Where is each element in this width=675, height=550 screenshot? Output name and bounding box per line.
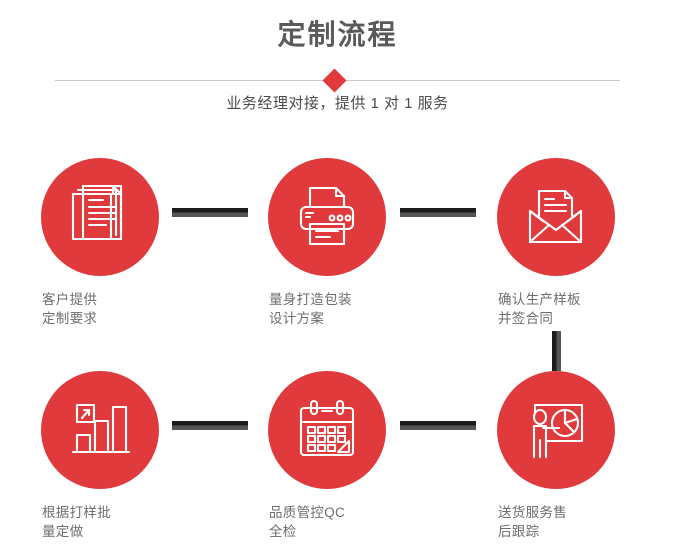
flow-step-4[interactable]: 根据打样批 量定做 (20, 371, 180, 541)
flow-step-1[interactable]: 客户提供 定制要求 (20, 158, 180, 328)
flow-step-6[interactable]: 送货服务售 后跟踪 (476, 371, 636, 541)
flow-step-3[interactable]: 确认生产样板 并签合同 (476, 158, 636, 328)
flow-step-5-label-line2: 全检 (269, 524, 297, 539)
documents-stack-icon (71, 184, 123, 241)
printer-icon (299, 186, 355, 246)
flow-step-5-label: 品质管控QC 全检 (247, 503, 407, 541)
flow-step-6-circle (497, 371, 615, 489)
flow-step-1-label-line2: 定制要求 (42, 311, 98, 326)
presenter-pie-chart-icon (532, 403, 584, 459)
flow-step-4-label-line2: 量定做 (42, 524, 84, 539)
page-header: 定制流程 业务经理对接，提供 1 对 1 服务 (0, 0, 675, 130)
flow-step-3-label-line1: 确认生产样板 (498, 292, 581, 307)
flow-step-6-label-line1: 送货服务售 (498, 505, 567, 520)
flow-step-3-label-line2: 并签合同 (498, 311, 554, 326)
bar-chart-growth-icon (71, 403, 131, 454)
flow-connector-1-2 (172, 208, 248, 217)
flow-step-1-circle (41, 158, 159, 276)
title-divider (55, 68, 620, 93)
flow-step-5[interactable]: 品质管控QC 全检 (247, 371, 407, 541)
envelope-letter-icon (528, 189, 583, 244)
flow-step-6-label: 送货服务售 后跟踪 (476, 503, 636, 541)
flow-step-6-label-line2: 后跟踪 (498, 524, 540, 539)
flow-step-2-label: 量身打造包装 设计方案 (247, 290, 407, 328)
flow-step-5-label-line1: 品质管控QC (269, 505, 346, 520)
flow-step-4-label: 根据打样批 量定做 (20, 503, 180, 541)
flow-step-4-label-line1: 根据打样批 (42, 505, 111, 520)
flow-step-1-label: 客户提供 定制要求 (20, 290, 180, 328)
flow-step-2-label-line2: 设计方案 (269, 311, 325, 326)
calendar-icon (299, 399, 355, 457)
flow-step-4-circle (41, 371, 159, 489)
flow-step-5-circle (268, 371, 386, 489)
flow-step-1-label-line1: 客户提供 (42, 292, 98, 307)
flow-step-3-circle (497, 158, 615, 276)
flow-connector-5-6 (400, 421, 476, 430)
flow-step-2[interactable]: 量身打造包装 设计方案 (247, 158, 407, 328)
flow-connector-2-3 (400, 208, 476, 217)
flow-step-3-label: 确认生产样板 并签合同 (476, 290, 636, 328)
page-title: 定制流程 (277, 19, 398, 50)
page-subtitle: 业务经理对接，提供 1 对 1 服务 (226, 95, 449, 112)
flow-step-2-circle (268, 158, 386, 276)
flow-connector-3-6 (552, 331, 561, 371)
flow-connector-4-5 (172, 421, 248, 430)
flow-step-2-label-line1: 量身打造包装 (269, 292, 352, 307)
